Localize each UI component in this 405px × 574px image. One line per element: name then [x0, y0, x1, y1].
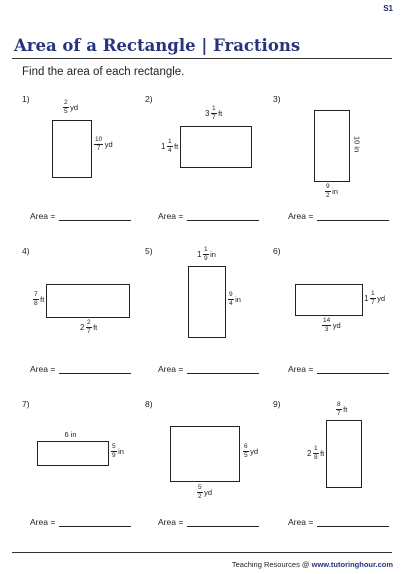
answer-2-blank[interactable] — [187, 211, 260, 221]
problem-number-5: 5) — [145, 246, 153, 256]
answer-5-blank[interactable] — [187, 364, 260, 374]
answer-1-blank[interactable] — [59, 211, 132, 221]
answer-9: Area = — [288, 517, 390, 527]
problem-number-9: 9) — [273, 399, 281, 409]
answer-7: Area = — [30, 517, 132, 527]
rectangle-7 — [37, 441, 109, 466]
instructions: Find the area of each rectangle. — [22, 66, 185, 78]
rectangle-2 — [180, 126, 252, 168]
rectangle-5 — [188, 266, 226, 338]
footer-divider — [12, 552, 392, 553]
answer-6-blank[interactable] — [317, 364, 390, 374]
footer-prefix: Teaching Resources @ — [231, 560, 312, 569]
problem-number-6: 6) — [273, 246, 281, 256]
footer-site-link[interactable]: www.tutoringhour.com — [311, 560, 393, 569]
answer-6: Area = — [288, 364, 390, 374]
title-divider — [12, 58, 392, 59]
problem-number-1: 1) — [22, 94, 30, 104]
rectangle-6 — [295, 284, 363, 316]
answer-3: Area = — [288, 211, 390, 221]
answer-1: Area = — [30, 211, 132, 221]
answer-3-blank[interactable] — [317, 211, 390, 221]
footer: Teaching Resources @ www.tutoringhour.co… — [232, 560, 393, 569]
rectangle-4 — [46, 284, 130, 318]
rectangle-1 — [52, 120, 92, 178]
rectangle-9 — [326, 420, 362, 488]
rectangle-3 — [314, 110, 350, 182]
page-title: Area of a Rectangle | Fractions — [14, 36, 301, 55]
rectangle-7-top-dimension: 6 in — [64, 430, 77, 439]
rectangle-8 — [170, 426, 240, 482]
problem-number-8: 8) — [145, 399, 153, 409]
sheet-code: S1 — [383, 4, 393, 13]
answer-2: Area = — [158, 211, 260, 221]
answer-5: Area = — [158, 364, 260, 374]
problem-number-4: 4) — [22, 246, 30, 256]
problem-number-7: 7) — [22, 399, 30, 409]
answer-4: Area = — [30, 364, 132, 374]
answer-8: Area = — [158, 517, 260, 527]
problem-number-3: 3) — [273, 94, 281, 104]
problem-number-2: 2) — [145, 94, 153, 104]
answer-8-blank[interactable] — [187, 517, 260, 527]
answer-9-blank[interactable] — [317, 517, 390, 527]
answer-7-blank[interactable] — [59, 517, 132, 527]
answer-4-blank[interactable] — [59, 364, 132, 374]
rectangle-3-side-dimension: 10 in — [352, 136, 362, 153]
